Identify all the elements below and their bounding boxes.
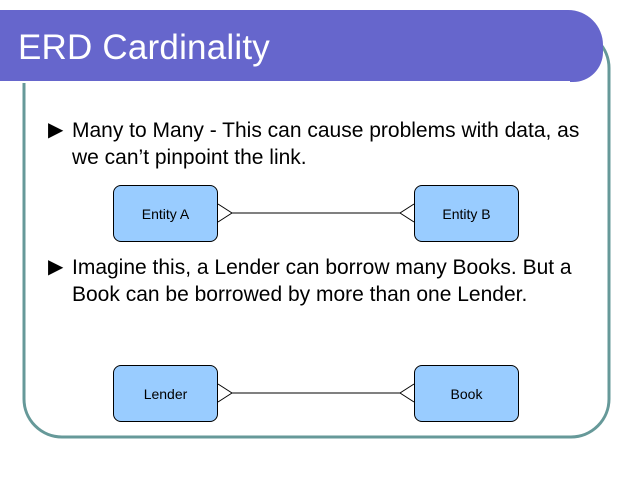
crows-foot-left-icon: [217, 383, 233, 394]
crows-foot-left-icon: [217, 203, 233, 214]
entity-b-box: Entity B: [414, 185, 519, 242]
slide-title: ERD Cardinality: [18, 28, 270, 67]
entity-a-box: Entity A: [113, 185, 218, 242]
bullet-point: ▶ Many to Many - This can cause problems…: [48, 117, 588, 171]
bullet-text: Imagine this, a Lender can borrow many B…: [72, 256, 572, 306]
bullet-triangle-icon: ▶: [48, 119, 64, 141]
crows-foot-right-icon: [399, 383, 415, 394]
bullet-text: Many to Many - This can cause problems w…: [72, 119, 580, 169]
book-entity-box: Book: [414, 365, 519, 422]
relationship-line-entity-a-entity-b: [217, 203, 415, 223]
relationship-line-lender-book: [217, 383, 415, 403]
bullet-point: ▶ Imagine this, a Lender can borrow many…: [48, 254, 588, 308]
lender-entity-box: Lender: [113, 365, 218, 422]
crows-foot-right-icon: [399, 203, 415, 214]
bullet-triangle-icon: ▶: [48, 256, 64, 278]
title-banner: [0, 10, 603, 82]
